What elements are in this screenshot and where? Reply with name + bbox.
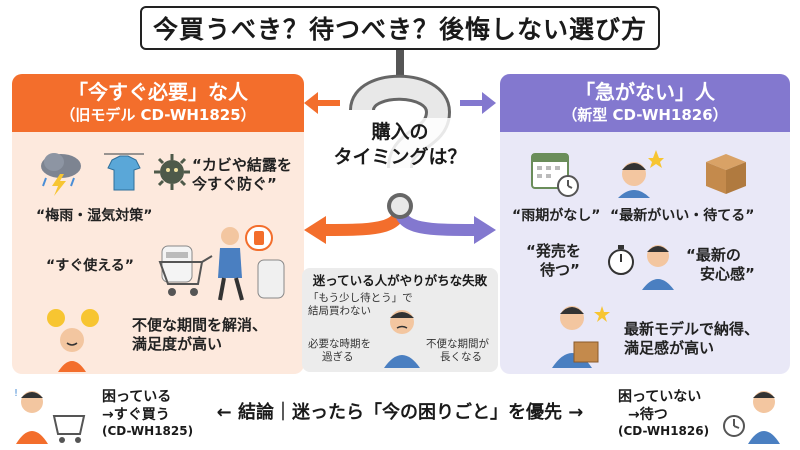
footer-troubled-buy-now: 困っている →すぐ買う (CD-WH1825) [102,389,194,439]
page-title: 今買うべき？待つべき？後悔しない選び方 [140,6,660,50]
top-right-arrow [460,92,496,114]
mold-germ-icon [154,154,190,190]
wait-for-release-label: “発売を待つ” [526,242,581,279]
latest-can-wait-label: “最新がいい・待てる” [610,208,755,224]
right-panel-header: 「急がない」人 （新型 CD-WH1826） [500,74,790,132]
worried-person-icon [384,310,420,368]
shopping-cart-dehumidifier-icon [158,225,285,301]
conclusion-statement: ← 結論｜迷ったら「今の困りごと」を優先 → [216,402,584,423]
left-panel-now-needed: 「今すぐ必要」な人 （旧モデル CD-WH1825） “カビや結露を今すぐ防ぐ”… [12,74,304,374]
thinking-person-star-icon [618,150,664,198]
mistake-longer-inconvenience: 不便な期間が長くなる [426,338,489,364]
mistake-miss-season: 必要な時期を過ぎる [308,338,371,364]
left-subheading: （旧モデル CD-WH1825） [60,106,256,124]
right-subheading: （新型 CD-WH1826） [562,106,728,124]
svg-text:!: ! [14,388,18,399]
common-mistakes-box: 迷っている人がやりがちな失敗 「もう少し待とう」で結局買わない 必要な時期を過ぎ… [302,268,498,372]
footer-not-troubled-wait: 困っていない →待つ (CD-WH1826) [618,389,710,439]
relaxed-person-clock-icon [723,391,780,444]
calendar-clock-icon [531,153,579,197]
hanger-stem [396,50,404,78]
satisfied-latest-label: 最新モデルで納得、満足感が高い [624,320,760,357]
top-left-arrow [304,92,340,114]
no-deadline-label: “雨期がなし” [512,208,601,224]
laundry-shirt-icon [104,153,144,191]
content-person-icon [642,245,674,290]
purchase-timing-question: 購入の タイミングは？ [322,118,478,172]
right-panel-no-hurry: 「急がない」人 （新型 CD-WH1826） “雨期がなし” “最新がいい・待て… [500,74,790,374]
mistakes-title: 迷っている人がやりがちな失敗 [312,273,488,288]
storm-cloud-icon [41,153,81,196]
left-heading: 「今すぐ必要」な人 [68,80,248,104]
person-with-box-icon [552,306,610,368]
rainy-season-label: “梅雨・湿気対策” [36,208,153,224]
right-heading: 「急がない」人 [575,80,715,104]
troubled-person-cart-icon: ! [14,388,86,444]
happy-family-icon [47,309,99,372]
left-panel-header: 「今すぐ必要」な人 （旧モデル CD-WH1825） [12,74,304,132]
ready-to-use-label: “すぐ使える” [46,258,134,274]
stopwatch-icon [608,245,634,275]
mistake-never-buy: 「もう少し待とう」で結局買わない [308,292,413,318]
mold-prevention-label: “カビや結露を今すぐ防ぐ” [192,156,292,193]
resolve-inconvenience-label: 不便な期間を解消、満足度が高い [132,316,268,353]
package-box-icon [706,154,746,194]
peace-of-mind-label: “最新の安心感” [686,246,755,283]
